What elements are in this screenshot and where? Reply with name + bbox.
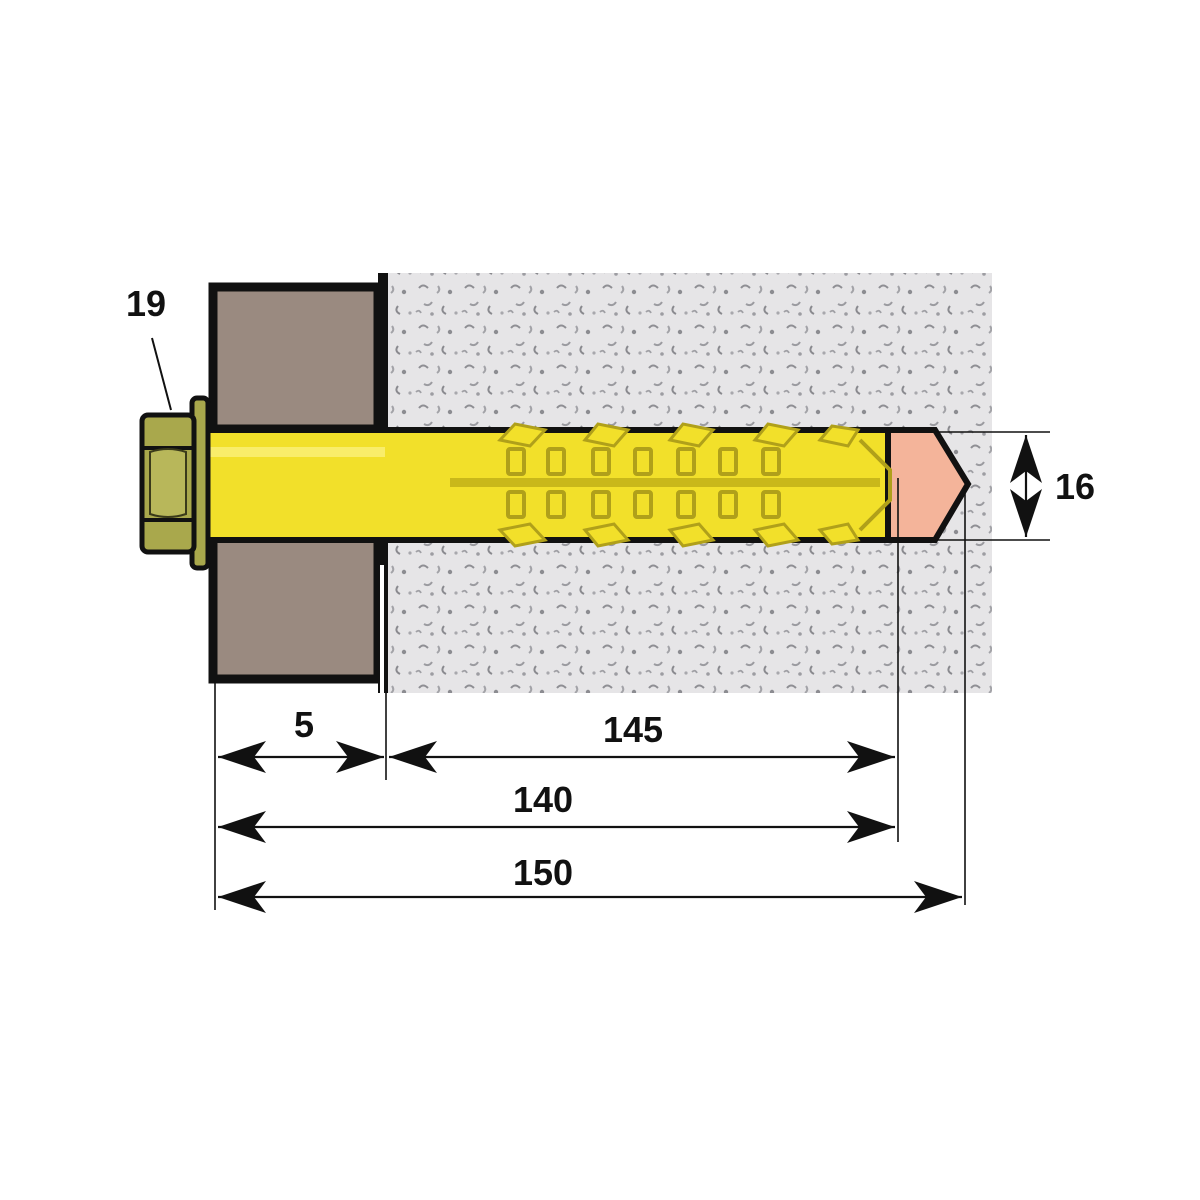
label-diameter: 16 bbox=[1055, 466, 1095, 507]
label-wrench-size: 19 bbox=[126, 283, 166, 324]
hex-bolt-head bbox=[139, 412, 197, 555]
sleeve-expansion-zone bbox=[450, 422, 892, 548]
bolt-shaft-highlight bbox=[205, 447, 385, 457]
wrench-size-leader bbox=[151, 337, 172, 411]
label-fixture-thickness: 5 bbox=[294, 704, 314, 745]
fixture-upper bbox=[208, 282, 383, 434]
label-anchor-depth: 140 bbox=[513, 779, 573, 820]
label-anchor-length: 150 bbox=[513, 852, 573, 893]
fixture-edge-upper bbox=[378, 273, 388, 429]
fixture-edge-gap bbox=[380, 565, 384, 693]
extension-lines bbox=[214, 431, 1050, 910]
fixture-lower bbox=[208, 532, 383, 684]
label-drill-depth: 145 bbox=[603, 709, 663, 750]
